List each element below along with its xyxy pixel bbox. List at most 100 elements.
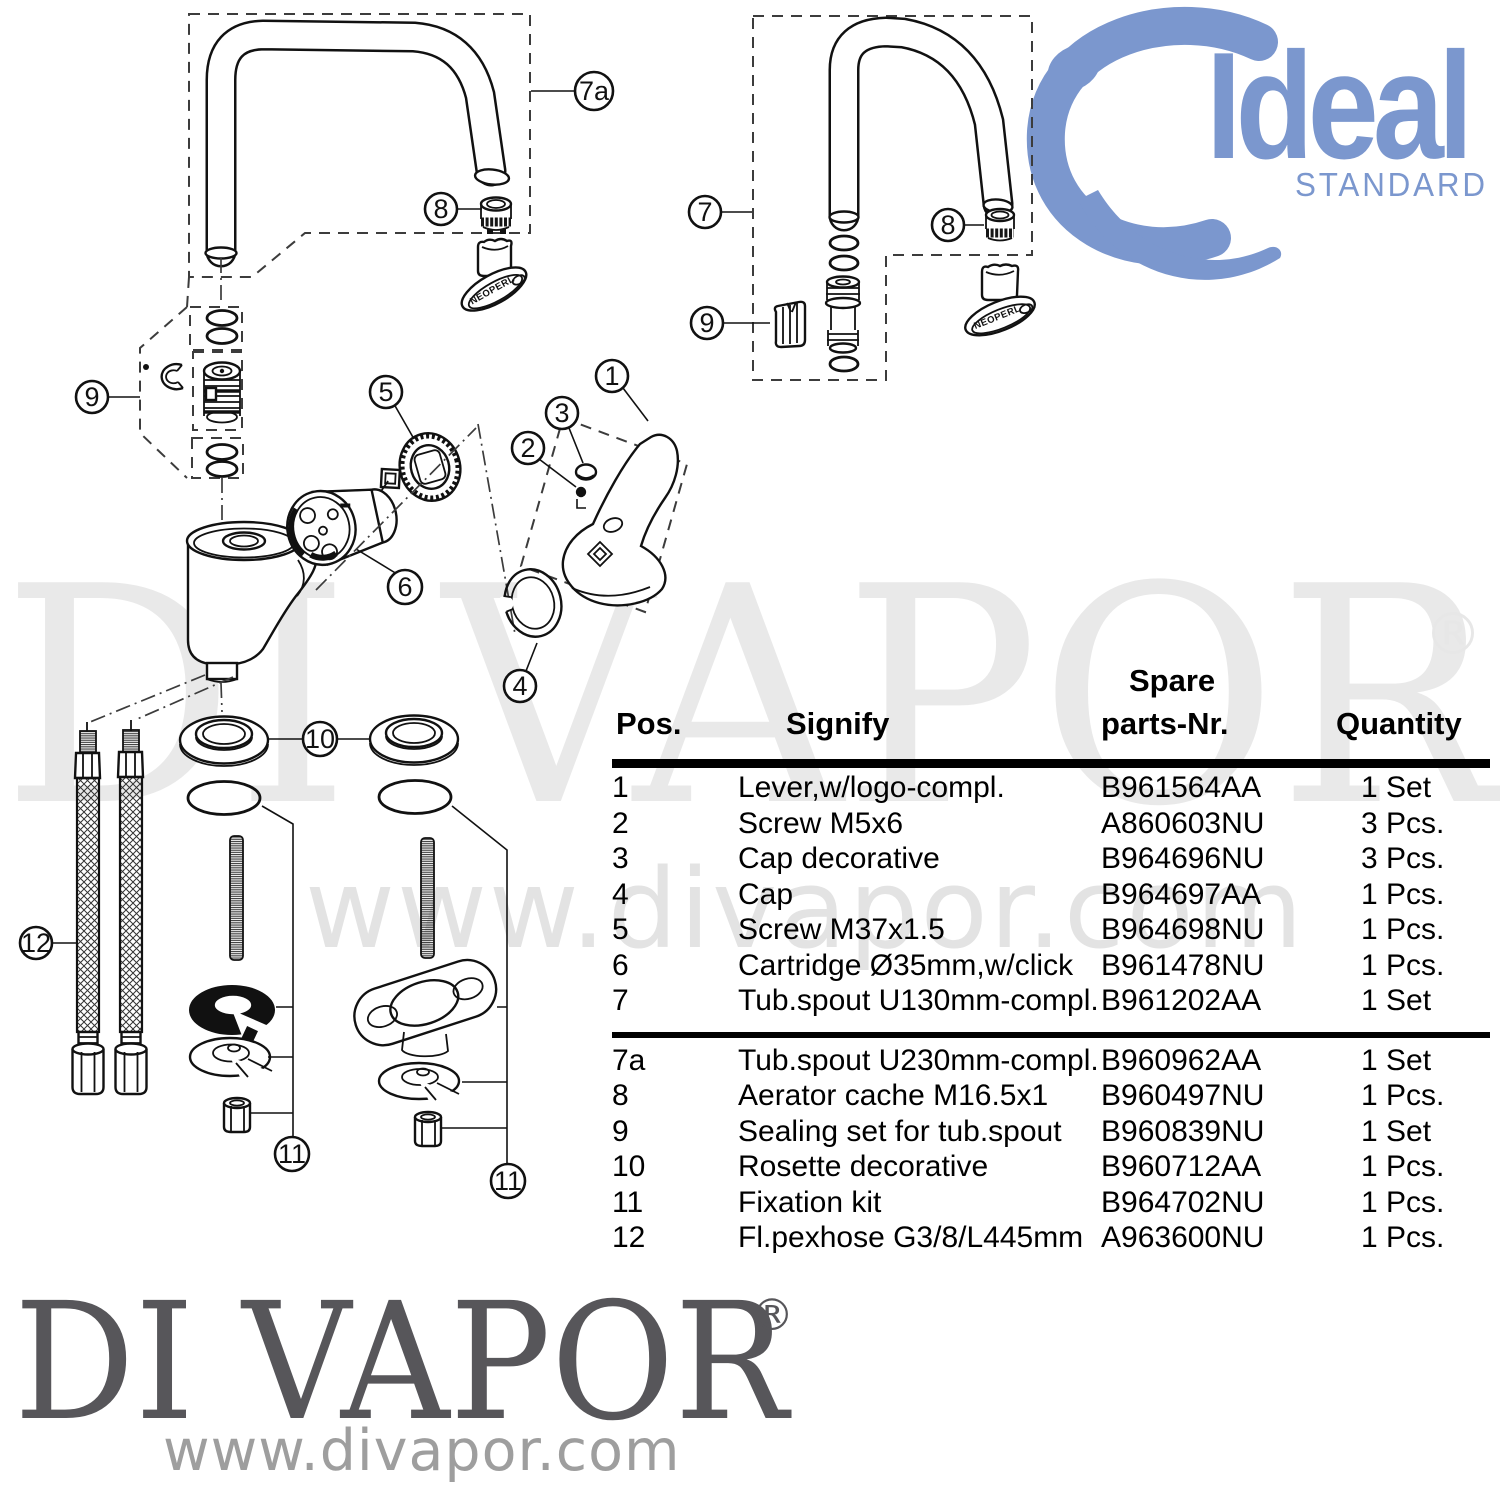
callout-9-left: 9: [84, 382, 99, 412]
cell-signify: Cap decorative: [738, 842, 940, 875]
retaining-clip-part: [773, 300, 807, 349]
divapor-url: www.divapor.com: [163, 1418, 681, 1484]
flex-hose-part: [71, 722, 105, 1096]
col-header-quantity: Quantity: [1336, 706, 1462, 741]
watermark-url: www.divapor.com: [305, 845, 1305, 973]
table-rule-middle: [612, 1032, 1490, 1038]
callout-3: 3: [554, 398, 569, 428]
cell-qty: 1 Set: [1361, 771, 1432, 804]
table-row: 2 Screw M5x6 A860603NU 3 Pcs.: [612, 806, 1490, 842]
cell-pos: 1: [612, 771, 629, 804]
cell-nr: B960497NU: [1101, 1079, 1265, 1112]
cell-qty: 3 Pcs.: [1361, 806, 1445, 840]
cell-qty: 1 Pcs.: [1361, 913, 1445, 946]
cell-signify: Screw M37x1.5: [738, 913, 945, 946]
cell-pos: 8: [612, 1079, 629, 1112]
cell-qty: 1 Pcs.: [1361, 948, 1445, 982]
cell-nr: A963600NU: [1101, 1221, 1265, 1254]
callout-7a: 7a: [579, 76, 610, 106]
callout-11-right: 11: [494, 1166, 522, 1196]
cell-nr: B964696NU: [1101, 842, 1265, 875]
callout-2: 2: [520, 433, 535, 463]
cell-qty: 1 Set: [1361, 1043, 1432, 1077]
standard-wordmark: STANDARD: [1295, 166, 1488, 203]
callout-11-left: 11: [278, 1139, 306, 1169]
lever-logo-icon: [586, 540, 614, 568]
cell-nr: B960712AA: [1101, 1150, 1262, 1183]
cell-signify: Rosette decorative: [738, 1150, 989, 1183]
col-header-pos: Pos.: [616, 706, 682, 741]
cell-qty: 1 Pcs.: [1361, 1185, 1445, 1219]
nut-part: [413, 1110, 443, 1148]
cell-nr: B960962AA: [1101, 1043, 1262, 1077]
cell-nr: B960839NU: [1101, 1114, 1265, 1148]
cell-qty: 1 Pcs.: [1361, 877, 1445, 911]
cell-signify: Screw M5x6: [738, 806, 904, 840]
callout-1: 1: [604, 361, 619, 391]
sealing-set-left: [108, 258, 244, 532]
cell-pos: 2: [612, 806, 629, 840]
aerator-key-part: NEOPERL: [964, 263, 1036, 337]
cell-pos: 7: [612, 984, 629, 1017]
cell-signify: Tub.spout U130mm-compl.: [738, 984, 1099, 1017]
cell-pos: 5: [612, 913, 629, 946]
cell-qty: 3 Pcs.: [1361, 842, 1445, 875]
ideal-standard-logo-icon: [1026, 6, 1282, 280]
cell-pos: 6: [612, 948, 629, 982]
cell-pos: 3: [612, 842, 629, 875]
clamp-part: [188, 1036, 280, 1081]
cell-nr: B961564AA: [1101, 771, 1262, 804]
cell-nr: B961478NU: [1101, 948, 1265, 982]
callout-8-right: 8: [940, 210, 955, 240]
cell-pos: 12: [612, 1221, 646, 1254]
ideal-wordmark: Ideal: [1206, 21, 1473, 191]
table-rule-top: [612, 759, 1490, 768]
spout-7a-assembly: NEOPERL: [188, 13, 575, 312]
divapor-registered-icon: ®: [750, 1290, 794, 1341]
cell-qty: 1 Set: [1361, 984, 1432, 1017]
cell-qty: 1 Pcs.: [1361, 1079, 1445, 1112]
rosette-part: [368, 714, 460, 766]
cell-pos: 9: [612, 1114, 629, 1148]
callout-4: 4: [512, 671, 527, 701]
retaining-clip-part: [143, 362, 184, 391]
cap-part: [497, 568, 563, 638]
mounting-plate-part: [353, 958, 498, 1047]
cell-signify: Sealing set for tub.spout: [738, 1114, 1062, 1148]
cell-nr: A860603NU: [1101, 806, 1265, 840]
divapor-logo: DI VAPOR: [14, 1269, 788, 1457]
table-row: 3 Cap decorative B964696NU 3 Pcs.: [612, 841, 1490, 877]
callout-5: 5: [378, 377, 393, 407]
spout-connector-part: [824, 275, 862, 354]
aerator-key-part: NEOPERL: [460, 237, 528, 312]
cell-qty: 1 Pcs.: [1361, 1221, 1445, 1254]
cell-pos: 10: [612, 1150, 646, 1183]
cell-pos: 11: [612, 1185, 644, 1219]
fixation-group: [52, 674, 508, 1163]
callouts: 7a 8 7 8 9 9 5 6 1 3 2 4 10 12: [18, 70, 966, 1200]
callout-7: 7: [697, 197, 712, 227]
cell-signify: Fixation kit: [738, 1185, 882, 1219]
screw-ring-part: [398, 432, 462, 502]
cell-signify: Tub.spout U230mm-compl.: [738, 1043, 1099, 1077]
callout-9-right: 9: [699, 308, 714, 338]
clamp-part: [377, 1061, 468, 1103]
cell-nr: B964697AA: [1101, 877, 1262, 911]
callout-8-left: 8: [433, 194, 448, 224]
faucet-body: [185, 520, 318, 683]
col-header-parts-nr: parts-Nr.: [1101, 706, 1229, 741]
cell-signify: Lever,w/logo-compl.: [738, 771, 1005, 804]
cartridge-part: [286, 467, 402, 567]
callout-12: 12: [21, 928, 51, 958]
callout-6: 6: [397, 572, 412, 602]
